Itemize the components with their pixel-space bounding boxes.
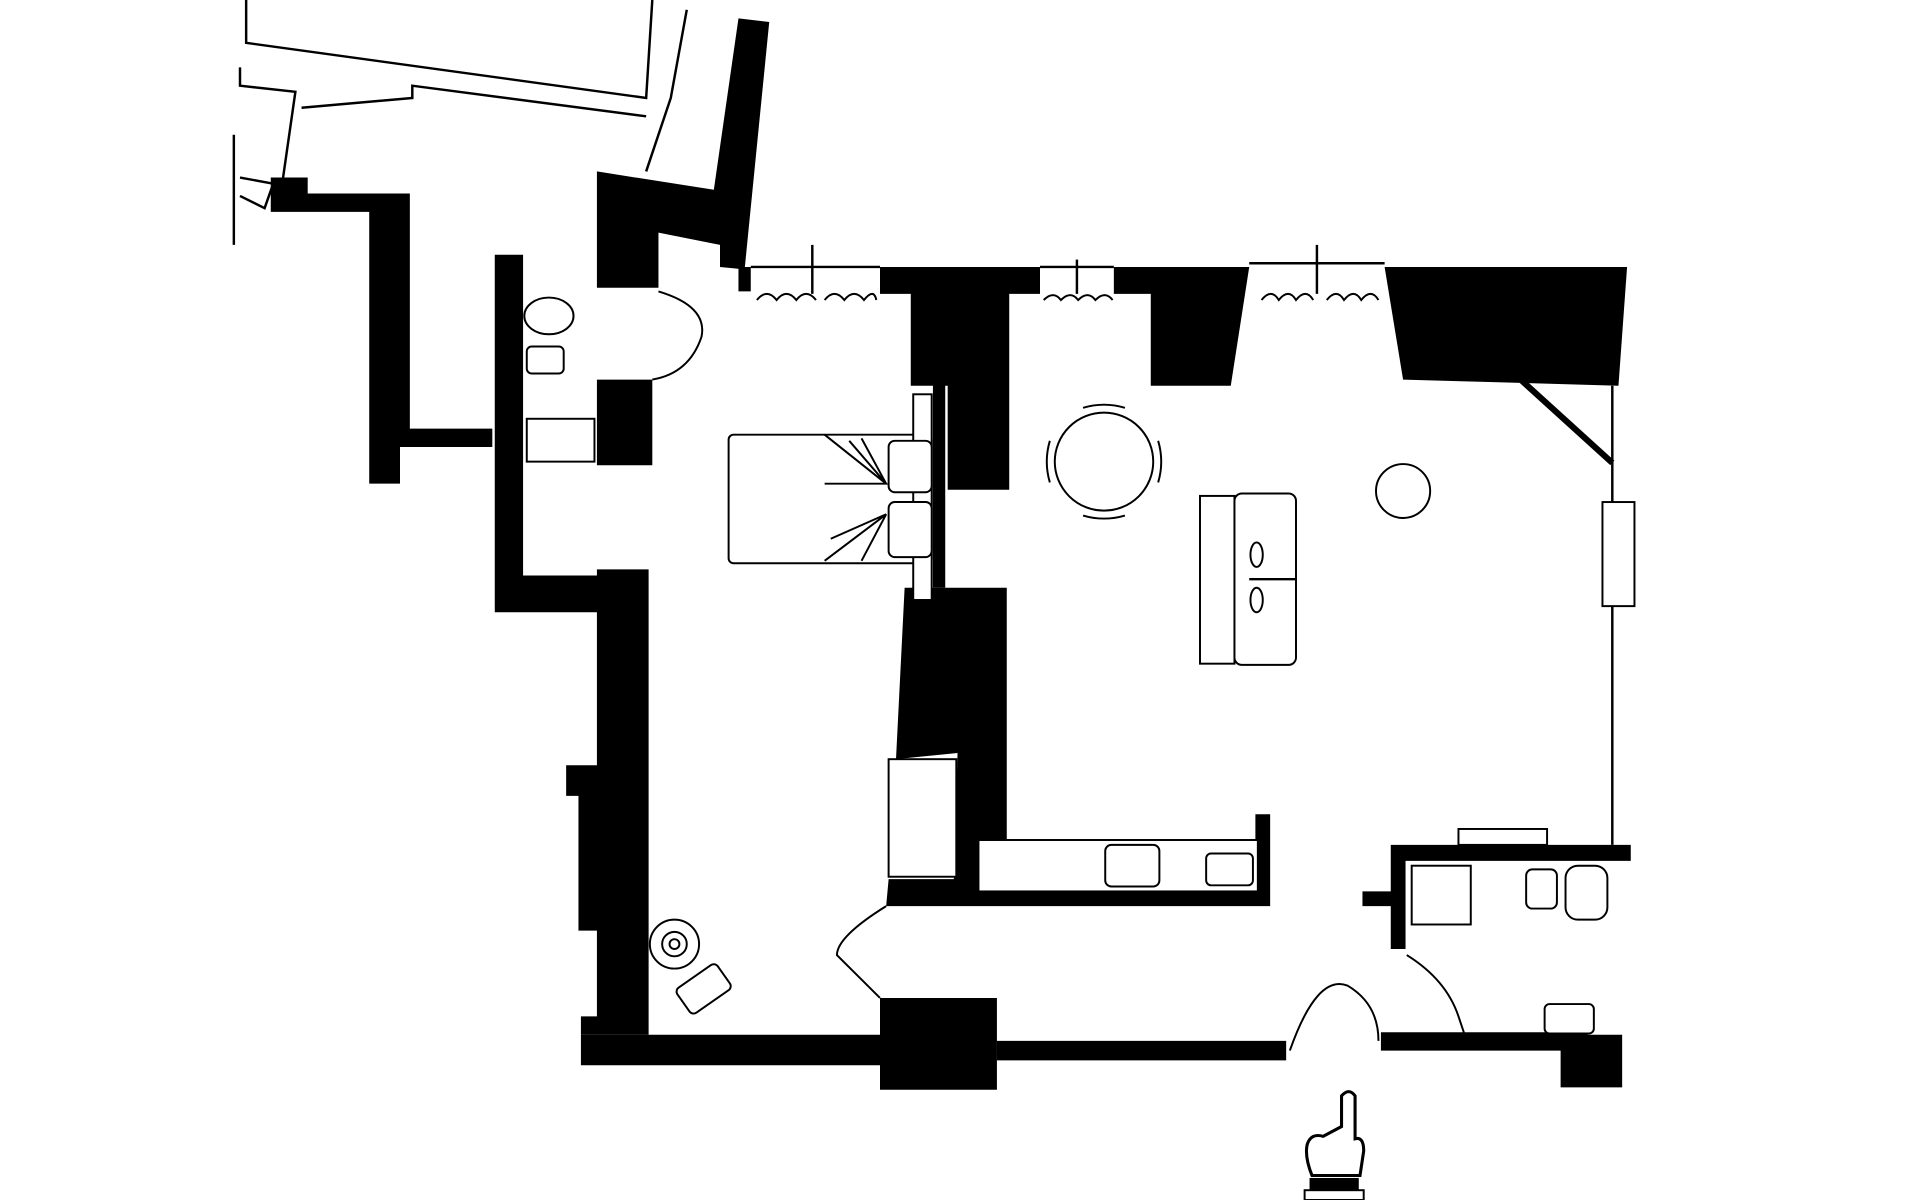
side-table	[1375, 463, 1432, 519]
bed	[727, 393, 933, 601]
neighbour-outline	[232, 0, 688, 245]
doors	[652, 290, 1466, 1051]
pointing-hand-icon	[1303, 1090, 1366, 1200]
sofa	[1199, 492, 1297, 666]
washing-machine	[648, 918, 732, 1015]
dining-table	[1045, 403, 1163, 520]
windows	[750, 244, 1636, 846]
walls	[270, 18, 1631, 1090]
bathroom-fixtures	[523, 296, 1609, 1035]
kitchen-counter	[887, 758, 1259, 893]
